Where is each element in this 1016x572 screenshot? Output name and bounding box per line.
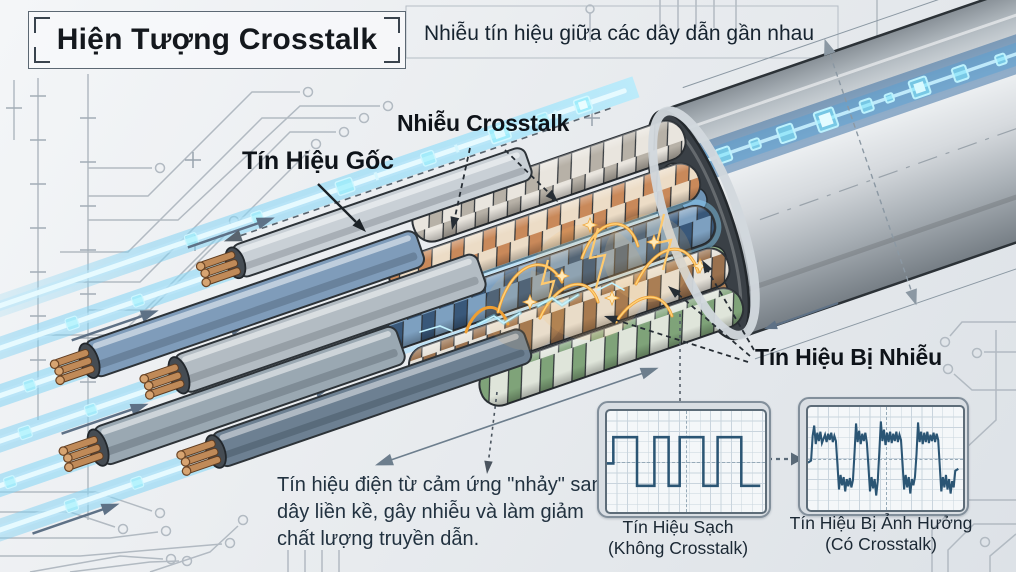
noise-pointer-dashed [450, 147, 558, 230]
label-affected-signal: Tín Hiệu Bị Nhiễu [755, 344, 942, 370]
clean-signal-scope [597, 401, 771, 518]
scope-center-vline [686, 411, 687, 512]
scope-screen [806, 405, 965, 512]
page-title: Hiện Tượng Crosstalk [56, 23, 378, 56]
spark-effects [419, 213, 708, 350]
clean-scope-caption: Tín Hiệu Sạch (Không Crosstalk) [572, 517, 784, 559]
annotation-arrows [317, 147, 839, 474]
source-signal-arrow [317, 183, 366, 232]
noisy-scope-caption: Tín Hiệu Bị Ảnh Hưởng (Có Crosstalk) [772, 513, 990, 555]
scope-caption-line: Tín Hiệu Sạch [622, 517, 734, 537]
affected-pointer-dashed [604, 260, 755, 363]
noisy-signal-scope [798, 397, 969, 516]
jacket-pointer-arrow [764, 301, 839, 330]
data-stream-band [688, 0, 1016, 183]
wire-stub [176, 328, 533, 476]
scope-caption-line: (Không Crosstalk) [607, 538, 749, 558]
title-box: Hiện Tượng Crosstalk [28, 11, 406, 69]
title-frame-corner [34, 47, 50, 63]
wire-stub [139, 253, 487, 400]
explanation-caption: Tín hiệu điện từ cảm ứng "nhảy" sang dây… [277, 472, 627, 553]
wire-stub [195, 147, 533, 288]
title-frame-corner [384, 17, 400, 33]
subtitle: Nhiễu tín hiệu giữa các dây dẫn gần nhau [424, 22, 815, 45]
caption-line: dây liền kề, gây nhiễu và làm giảm [277, 501, 584, 523]
scope-screen [605, 409, 767, 514]
caption-line: Tín hiệu điện từ cảm ứng "nhảy" sang [277, 474, 614, 496]
wire-stub [49, 230, 425, 386]
label-source-signal: Tín Hiệu Gốc [242, 147, 394, 175]
scope-center-vline [885, 407, 887, 510]
caption-pointer-dotted [484, 314, 681, 474]
dimension-lines [223, 107, 659, 466]
clean-waveform [607, 435, 761, 488]
scope-caption-line: (Có Crosstalk) [825, 534, 937, 554]
scope-caption-line: Tín Hiệu Bị Ảnh Hưởng [789, 513, 973, 533]
title-frame-corner [34, 17, 50, 33]
noisy-waveform [808, 421, 959, 496]
scope-flow-arrow [768, 452, 803, 466]
title-frame-corner [384, 47, 400, 63]
caption-line: chất lượng truyền dẫn. [277, 528, 480, 550]
label-crosstalk-noise: Nhiễu Crosstalk [397, 110, 570, 136]
jacket-dimension-lines [682, 0, 1016, 360]
jacket-lip-ring [648, 106, 760, 340]
wire-stubs [49, 147, 533, 476]
wire-stub [58, 325, 406, 472]
